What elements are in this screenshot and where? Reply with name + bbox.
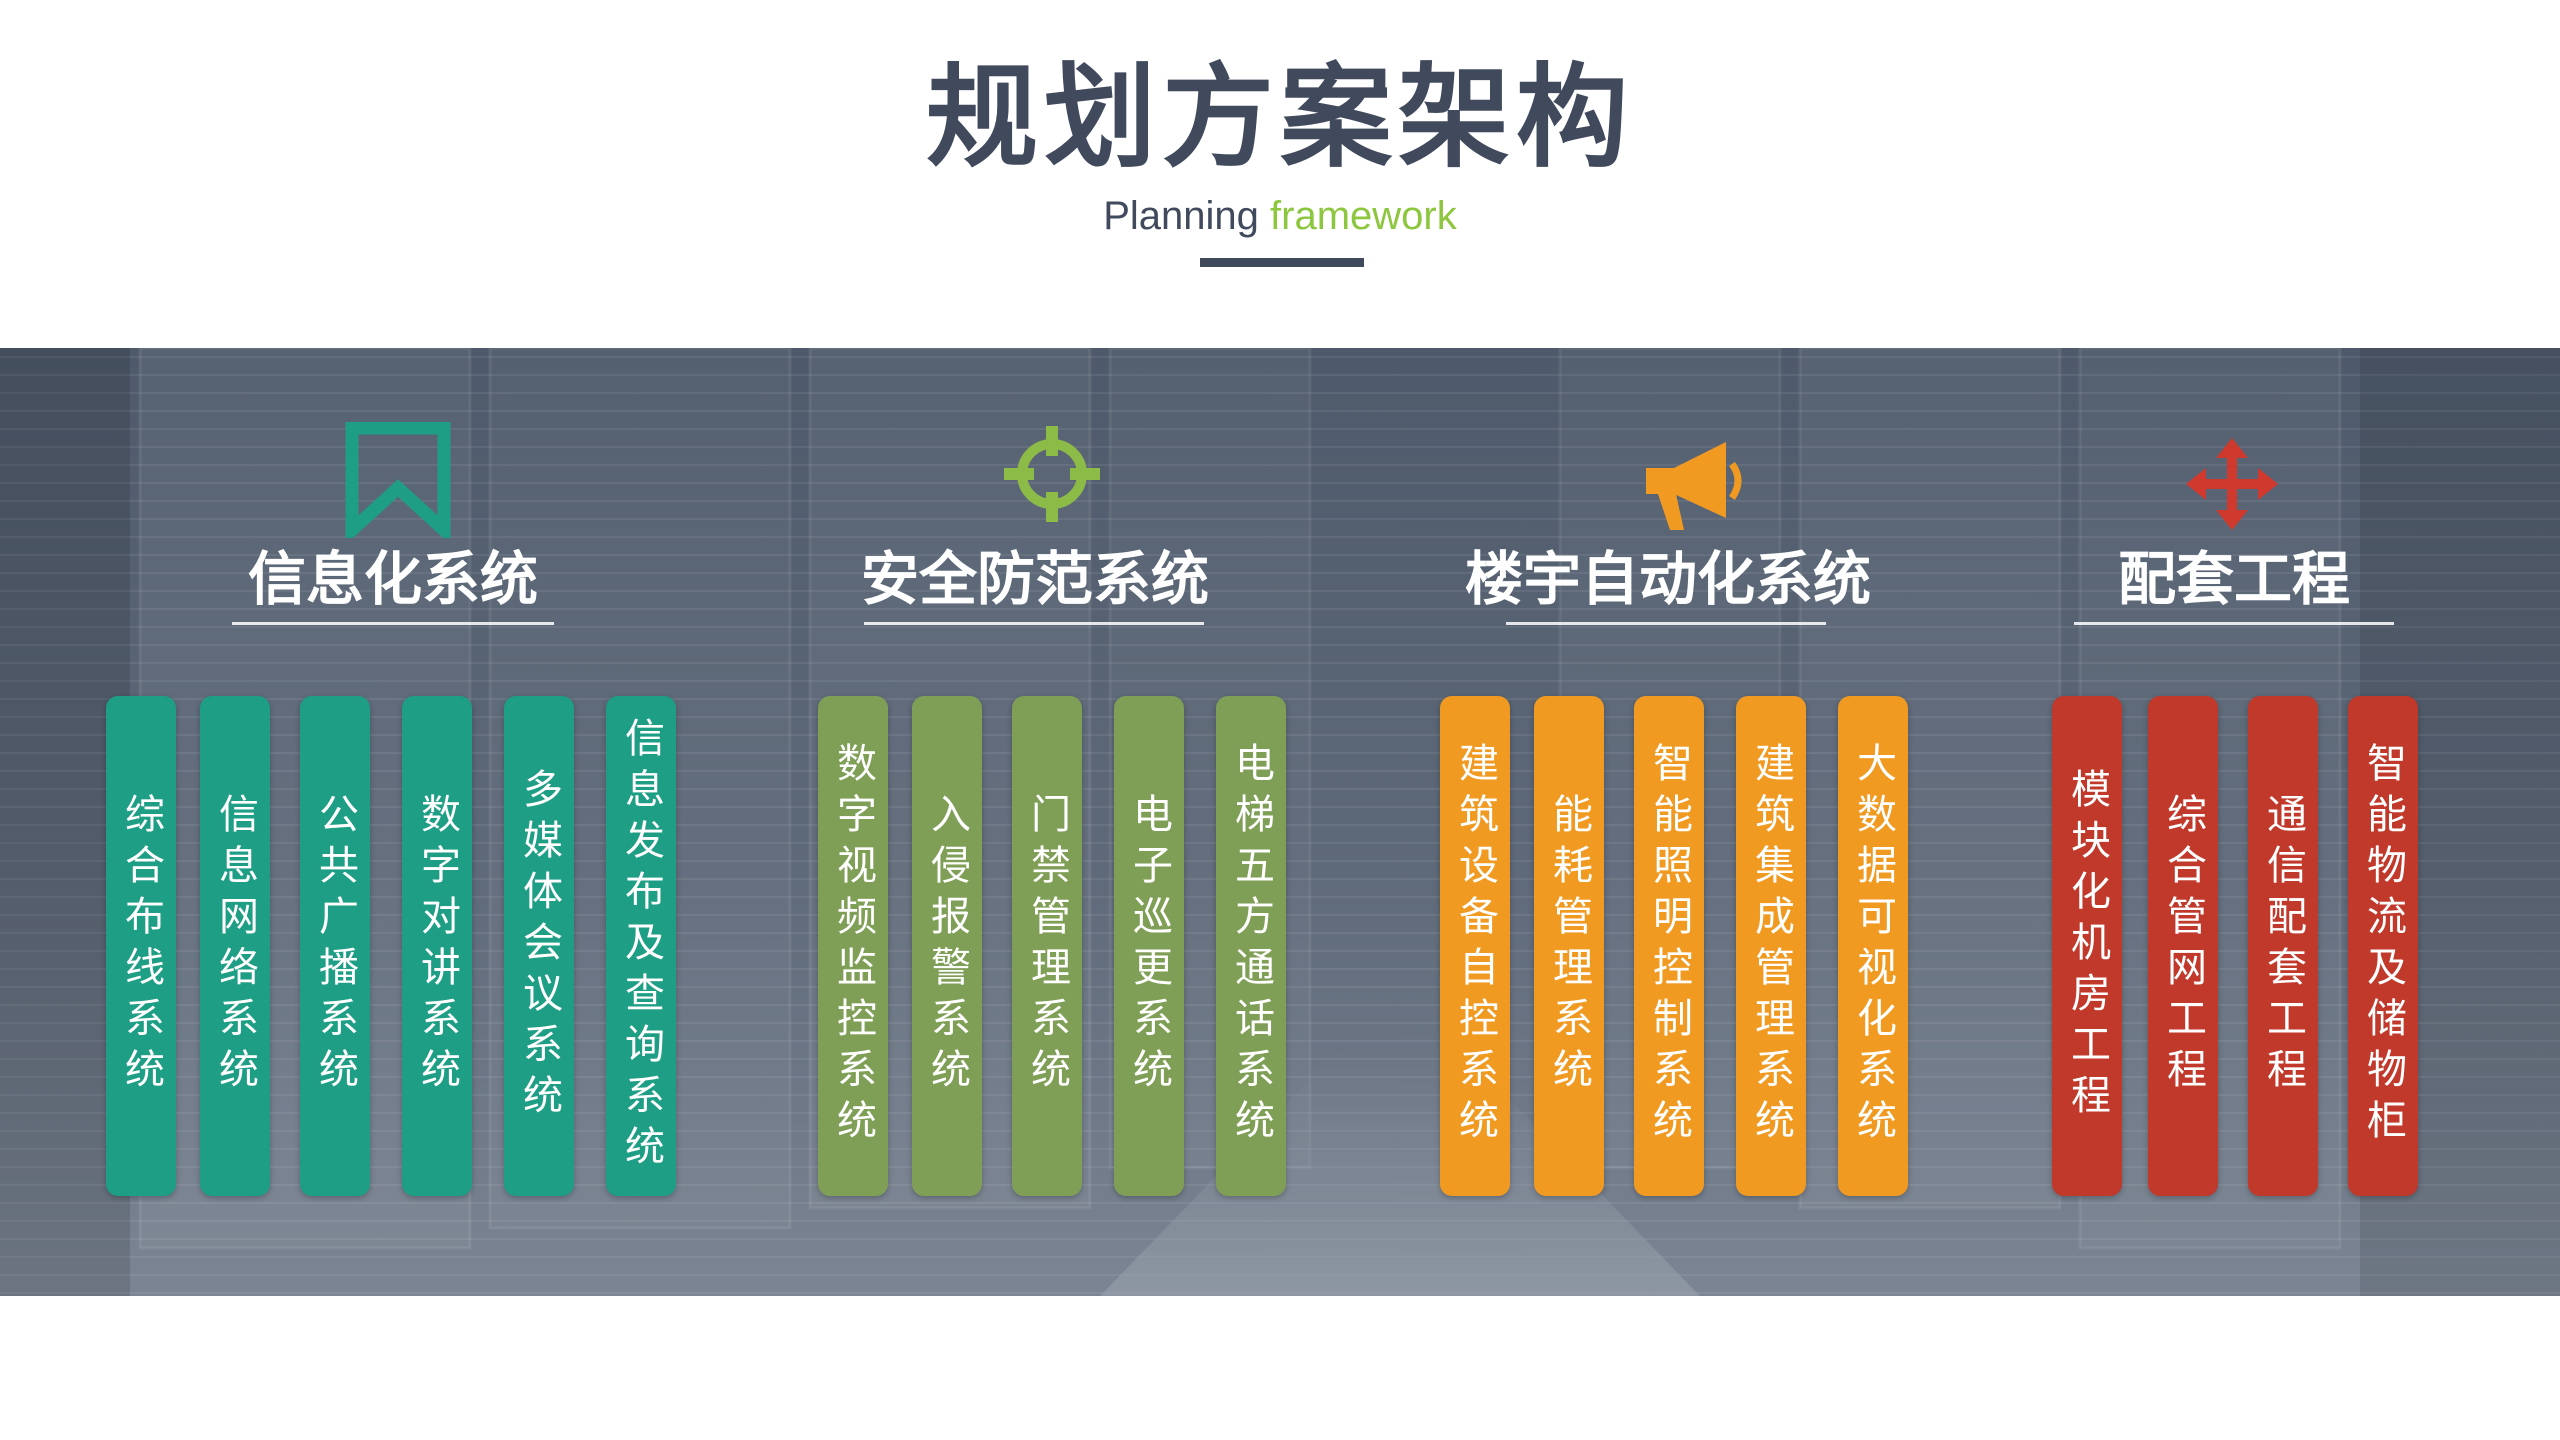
system-card-label: 大数据可视化系统 [1850, 742, 1896, 1150]
system-card[interactable]: 入侵报警系统 [912, 696, 982, 1196]
group-underline-security [864, 622, 1204, 625]
system-card-label: 信息网络系统 [212, 793, 258, 1099]
group-underline-info [232, 622, 554, 625]
system-card-label: 数字对讲系统 [414, 793, 460, 1099]
system-card-label: 模块化机房工程 [2064, 767, 2110, 1125]
subtitle-main: Planning [1103, 194, 1259, 238]
system-card[interactable]: 综合布线系统 [106, 696, 176, 1196]
group-title-info: 信息化系统 [247, 545, 538, 613]
system-card-label: 通信配套工程 [2260, 793, 2306, 1099]
group-title-building: 楼宇自动化系统 [1464, 545, 1871, 613]
system-card[interactable]: 通信配套工程 [2248, 696, 2318, 1196]
megaphone-icon [1646, 442, 1742, 530]
system-card-label: 建筑设备自控系统 [1452, 742, 1498, 1150]
system-card-label: 多媒体会议系统 [516, 767, 562, 1125]
system-card[interactable]: 信息网络系统 [200, 696, 270, 1196]
system-card[interactable]: 模块化机房工程 [2052, 696, 2122, 1196]
system-card-label: 建筑集成管理系统 [1748, 742, 1794, 1150]
system-card[interactable]: 门禁管理系统 [1012, 696, 1082, 1196]
system-card-label: 电子巡更系统 [1126, 793, 1172, 1099]
system-card-label: 电梯五方通话系统 [1228, 742, 1274, 1150]
system-card-label: 入侵报警系统 [924, 793, 970, 1099]
bookmark-icon [345, 422, 451, 538]
move-arrows-icon [2186, 438, 2278, 530]
system-card[interactable]: 建筑设备自控系统 [1440, 696, 1510, 1196]
system-card-label: 公共广播系统 [312, 793, 358, 1099]
system-card-label: 综合布线系统 [118, 793, 164, 1099]
system-card[interactable]: 智能照明控制系统 [1634, 696, 1704, 1196]
system-card[interactable]: 综合管网工程 [2148, 696, 2218, 1196]
system-card[interactable]: 建筑集成管理系统 [1736, 696, 1806, 1196]
system-card[interactable]: 电子巡更系统 [1114, 696, 1184, 1196]
system-card[interactable]: 大数据可视化系统 [1838, 696, 1908, 1196]
system-card-label: 门禁管理系统 [1024, 793, 1070, 1099]
system-card-label: 数字视频监控系统 [830, 742, 876, 1150]
group-underline-building [1506, 622, 1826, 625]
system-card-label: 综合管网工程 [2160, 793, 2206, 1099]
group-title-security: 安全防范系统 [860, 545, 1209, 613]
group-title-support: 配套工程 [2117, 545, 2350, 613]
system-card-label: 能耗管理系统 [1546, 793, 1592, 1099]
system-card-label: 智能物流及储物柜 [2360, 742, 2406, 1150]
header: 规划方案架构 Planning framework [0, 0, 2560, 348]
system-card-label: 智能照明控制系统 [1646, 742, 1692, 1150]
subtitle-accent: framework [1270, 194, 1457, 238]
system-card[interactable]: 公共广播系统 [300, 696, 370, 1196]
system-card[interactable]: 智能物流及储物柜 [2348, 696, 2418, 1196]
system-card[interactable]: 信息发布及查询系统 [606, 696, 676, 1196]
group-underline-support [2074, 622, 2394, 625]
crosshair-icon [1004, 426, 1100, 522]
system-card[interactable]: 多媒体会议系统 [504, 696, 574, 1196]
system-card[interactable]: 电梯五方通话系统 [1216, 696, 1286, 1196]
page-subtitle: Planning framework [0, 188, 2560, 244]
system-card[interactable]: 能耗管理系统 [1534, 696, 1604, 1196]
system-card[interactable]: 数字对讲系统 [402, 696, 472, 1196]
title-underline [1200, 258, 1364, 267]
system-card-label: 信息发布及查询系统 [618, 716, 664, 1176]
system-card[interactable]: 数字视频监控系统 [818, 696, 888, 1196]
page-title: 规划方案架构 [926, 53, 1634, 183]
